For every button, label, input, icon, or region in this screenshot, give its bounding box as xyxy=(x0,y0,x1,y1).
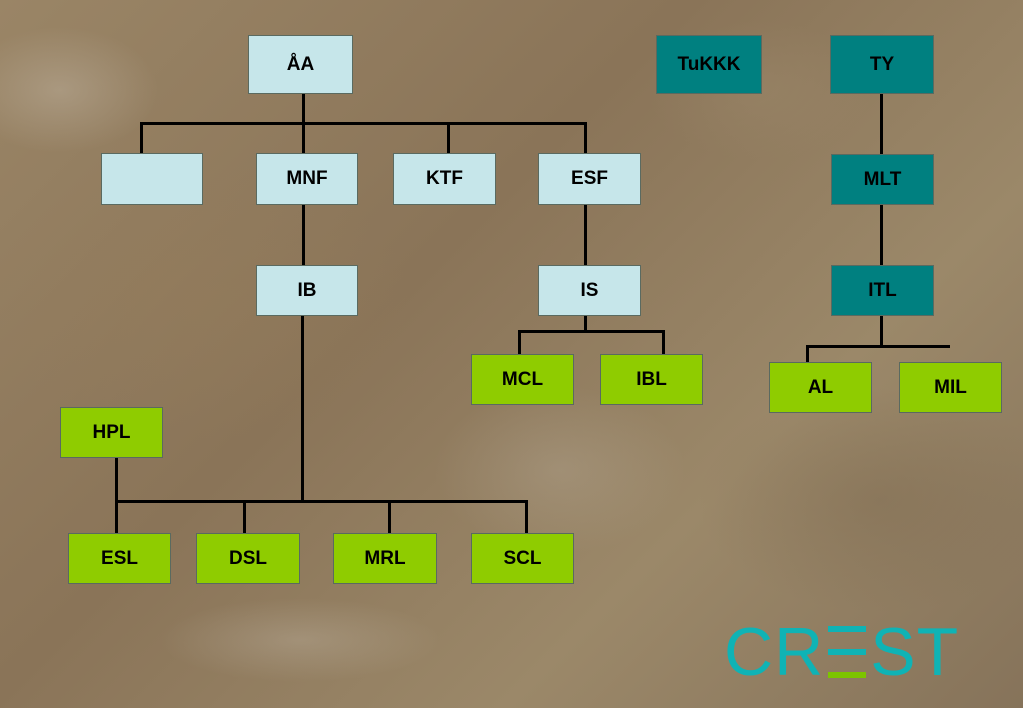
node-mcl: MCL xyxy=(471,354,574,405)
logo-e-mark xyxy=(828,624,867,680)
connector xyxy=(301,316,304,502)
connector xyxy=(115,500,528,503)
connector xyxy=(115,457,118,533)
node-mnf: MNF xyxy=(256,153,358,205)
node-scl: SCL xyxy=(471,533,574,584)
connector xyxy=(880,94,883,154)
connector xyxy=(302,122,305,153)
node-dsl: DSL xyxy=(196,533,300,584)
node-itl: ITL xyxy=(831,265,934,316)
node-ty: TY xyxy=(830,35,934,94)
node-al: AL xyxy=(769,362,872,413)
node-aa: ÅA xyxy=(248,35,353,94)
logo-text-start: CR xyxy=(724,614,825,690)
connector xyxy=(806,345,950,348)
connector xyxy=(447,122,450,153)
connector xyxy=(140,122,143,153)
node-esf: ESF xyxy=(538,153,641,205)
connector xyxy=(388,500,391,533)
node-esl: ESL xyxy=(68,533,171,584)
connector xyxy=(525,500,528,533)
node-ktf: KTF xyxy=(393,153,496,205)
connector xyxy=(302,205,305,265)
connector xyxy=(662,330,665,354)
connector xyxy=(584,122,587,153)
connector xyxy=(243,500,246,533)
connector xyxy=(302,94,305,124)
logo-text-end: ST xyxy=(870,614,960,690)
connector xyxy=(518,330,665,333)
connector xyxy=(806,345,809,367)
node-mlt: MLT xyxy=(831,154,934,205)
node-hpl: HPL xyxy=(60,407,163,458)
node-is: IS xyxy=(538,265,641,316)
node-mil: MIL xyxy=(899,362,1002,413)
node-ibl: IBL xyxy=(600,354,703,405)
node-tukkk: TuKKK xyxy=(656,35,762,94)
connector xyxy=(584,316,587,332)
connector xyxy=(584,205,587,265)
connector xyxy=(880,316,883,347)
connector xyxy=(518,330,521,354)
node-ib: IB xyxy=(256,265,358,316)
connector xyxy=(140,122,587,125)
connector xyxy=(880,205,883,265)
crest-logo: CR ST xyxy=(724,616,959,688)
node-blank xyxy=(101,153,203,205)
node-mrl: MRL xyxy=(333,533,437,584)
